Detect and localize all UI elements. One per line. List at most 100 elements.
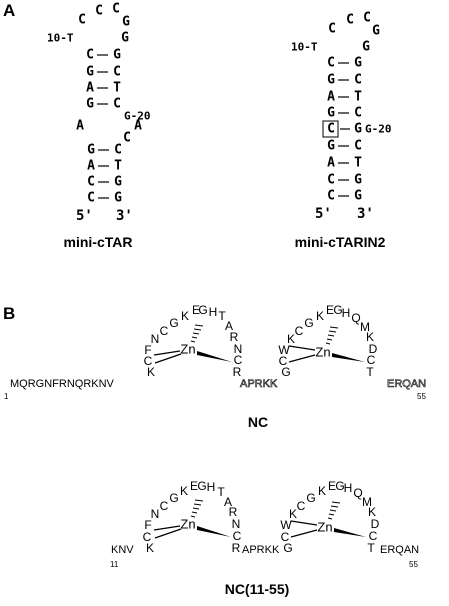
bulge-nt: A bbox=[76, 119, 84, 134]
residue: R bbox=[230, 330, 239, 344]
c-terminal-sequence: ERQAN bbox=[380, 544, 419, 556]
residue: H bbox=[342, 306, 351, 320]
residue: M bbox=[360, 320, 370, 334]
zinc-ion: Zn bbox=[317, 520, 332, 535]
wedge-bond bbox=[334, 528, 366, 537]
g20-label: G-20 bbox=[365, 123, 392, 136]
residue: M bbox=[362, 495, 372, 509]
zn-bond bbox=[154, 353, 182, 364]
residue: Q bbox=[353, 486, 362, 500]
stem-nt-left: G bbox=[327, 73, 335, 88]
c-terminal-index: 55 bbox=[417, 392, 426, 401]
zn-bond bbox=[288, 354, 316, 363]
loop-nt: G bbox=[122, 15, 130, 30]
residue: G bbox=[197, 479, 206, 493]
wedge-bond bbox=[197, 526, 231, 537]
g20-label: G-20 bbox=[124, 110, 151, 123]
residue: E bbox=[192, 303, 200, 317]
zn-bond bbox=[290, 529, 318, 538]
residue: C bbox=[369, 529, 378, 543]
t10-label: 10-T bbox=[47, 32, 74, 45]
wedge-bond bbox=[197, 351, 232, 362]
stem-nt-left: G bbox=[327, 106, 335, 121]
residue: E bbox=[190, 479, 198, 493]
residue: N bbox=[151, 332, 160, 346]
residue: D bbox=[371, 517, 380, 531]
stem-nt-left: G bbox=[87, 143, 95, 158]
stem-nt-right: T bbox=[354, 90, 362, 105]
residue: C bbox=[281, 530, 290, 544]
three-prime-end: 3' bbox=[357, 206, 374, 222]
residue: A bbox=[225, 319, 233, 333]
caption-nc: NC bbox=[248, 414, 268, 430]
loop-g: G bbox=[362, 40, 370, 55]
stem-nt-right: G bbox=[354, 189, 362, 204]
stem-nt-right: C bbox=[113, 97, 121, 112]
residue: R bbox=[232, 541, 241, 555]
residue: N bbox=[232, 517, 241, 531]
stem-nt-left: G bbox=[327, 139, 335, 154]
zinc-ion: Zn bbox=[180, 342, 195, 357]
stem-nt-right: C bbox=[113, 65, 121, 80]
residue: K bbox=[287, 332, 295, 346]
hashed-bond bbox=[327, 501, 341, 520]
residue: T bbox=[218, 309, 226, 323]
residue: K bbox=[146, 541, 154, 555]
residue: G bbox=[169, 491, 178, 505]
stem-nt-right: C bbox=[114, 143, 122, 158]
residue: C bbox=[160, 324, 169, 338]
bulge-nt: C bbox=[123, 131, 131, 146]
caption-mini-ctarin2: mini-cTARIN2 bbox=[295, 234, 386, 250]
n-terminal-index: 11 bbox=[110, 560, 119, 569]
c-terminal-index: 55 bbox=[409, 560, 418, 569]
n-terminal-sequence: MQRGNFRNQRKNV bbox=[10, 378, 115, 390]
residue: N bbox=[234, 342, 243, 356]
residue: T bbox=[217, 485, 225, 499]
linker-sequence: APRKK bbox=[242, 544, 280, 556]
stem-nt-left: A bbox=[327, 156, 335, 171]
zn-bond bbox=[288, 345, 316, 351]
stem-nt-left: G bbox=[86, 97, 94, 112]
residue: K bbox=[147, 365, 155, 379]
loop-nt: C bbox=[328, 22, 336, 37]
caption-nc-11-55: NC(11-55) bbox=[225, 581, 290, 597]
residue: K bbox=[289, 507, 297, 521]
residue: G bbox=[306, 491, 315, 505]
residue: K bbox=[316, 309, 324, 323]
loop-nt: G bbox=[372, 24, 380, 39]
residue: G bbox=[198, 303, 207, 317]
n-terminal-sequence: KNV bbox=[111, 544, 134, 556]
residue: K bbox=[181, 309, 189, 323]
residue: G bbox=[281, 365, 290, 379]
t10-label: 10-T bbox=[291, 41, 318, 54]
residue: C bbox=[233, 529, 242, 543]
residue: K bbox=[180, 484, 188, 498]
residue: C bbox=[143, 530, 152, 544]
stem-nt-right: C bbox=[354, 73, 362, 88]
residue: C bbox=[297, 499, 306, 513]
zinc-ion: Zn bbox=[180, 517, 195, 532]
zn-bond bbox=[290, 520, 318, 526]
loop-nt: C bbox=[346, 13, 354, 28]
loop-nt: C bbox=[363, 11, 371, 26]
stem-nt-right: G bbox=[114, 175, 122, 190]
inserted-nucleotide-box bbox=[322, 120, 339, 138]
loop-nt: C bbox=[95, 4, 103, 19]
nc-11-55-protein: KNV 11 K C F N C G K E G H T A R N C R Z… bbox=[110, 479, 419, 569]
residue: N bbox=[151, 507, 160, 521]
loop-nt: C bbox=[112, 2, 120, 17]
residue: T bbox=[366, 365, 374, 379]
stem-nt-left: A bbox=[86, 81, 94, 96]
residue: R bbox=[233, 365, 242, 379]
hashed-bond bbox=[190, 499, 204, 518]
wedge-bond bbox=[332, 353, 365, 362]
hashed-bond bbox=[325, 326, 339, 345]
bulge-nt: A bbox=[134, 119, 142, 134]
residue: Q bbox=[351, 311, 360, 325]
linker-sequence: APRKK bbox=[240, 378, 278, 390]
stem-nt-left: C bbox=[327, 56, 335, 71]
residue: K bbox=[368, 505, 376, 519]
residue: C bbox=[295, 324, 304, 338]
residue: R bbox=[229, 505, 238, 519]
residue: F bbox=[144, 518, 151, 532]
